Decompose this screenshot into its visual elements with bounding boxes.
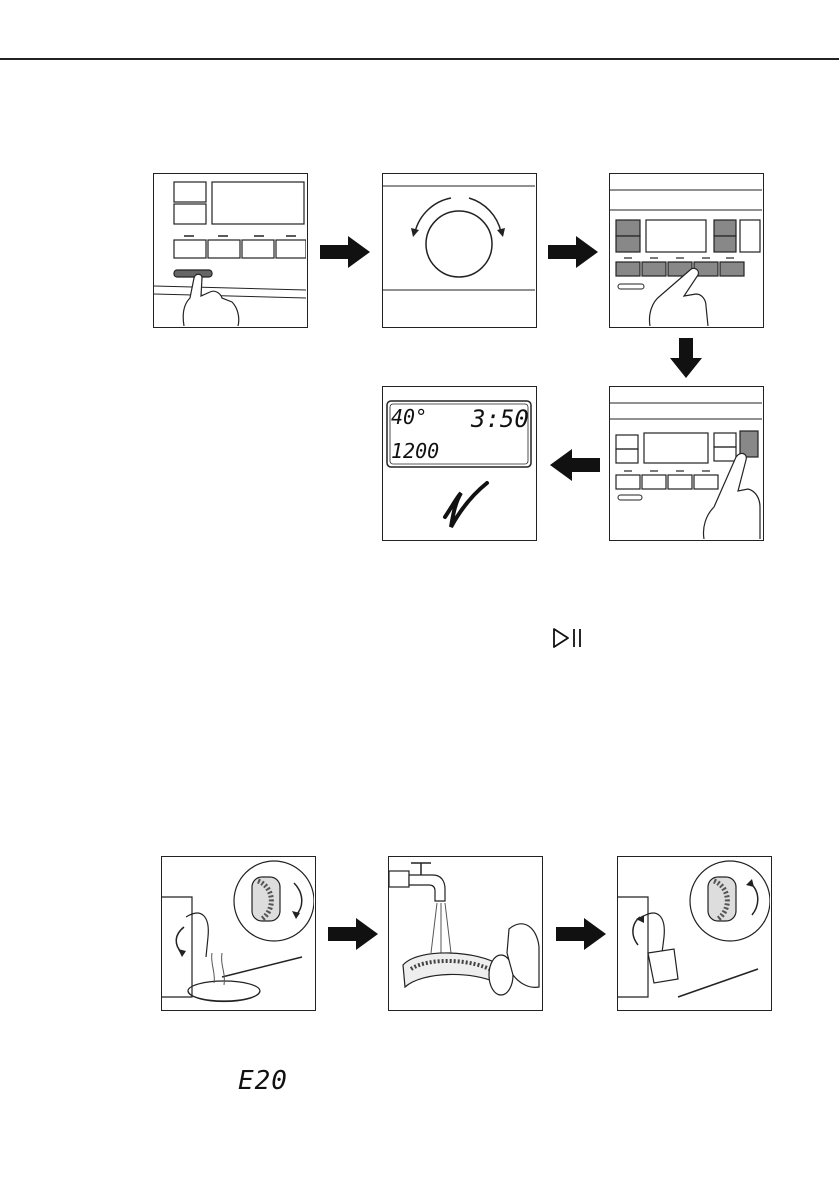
- arrow-icon: [320, 236, 370, 268]
- header-rule: [0, 58, 839, 60]
- display-temperature: 40°: [391, 405, 427, 429]
- tap-icon: [389, 857, 541, 1009]
- control-panel-start-illustration: [610, 387, 762, 539]
- step-panel-press-start: [609, 386, 764, 541]
- step-panel-select-options: [609, 173, 764, 328]
- arrow-icon: [556, 918, 606, 950]
- display-time: 3:50: [471, 405, 529, 433]
- arrow-icon: [328, 918, 378, 950]
- step-panel-rotate-dial: [382, 173, 537, 328]
- dial-rotate-icon: [383, 174, 535, 326]
- error-code: E20: [238, 1066, 288, 1096]
- arrow-icon: [670, 338, 702, 378]
- step-panel-rinse-filter: [388, 856, 543, 1011]
- step-panel-press-button: [153, 173, 308, 328]
- play-pause-icon: [552, 627, 584, 649]
- filter-refit-illustration: [618, 857, 770, 1009]
- arrow-icon: [550, 449, 600, 481]
- step-panel-remove-filter: [161, 856, 316, 1011]
- checkmark-icon: [445, 483, 487, 527]
- filter-icon: [162, 857, 314, 1009]
- arrow-icon: [548, 236, 598, 268]
- display-spin: 1200: [391, 439, 439, 463]
- step-panel-refit-filter: [617, 856, 772, 1011]
- control-panel-press-illustration: [154, 174, 306, 326]
- step-panel-display: 40° 3:50 1200: [382, 386, 537, 541]
- control-panel-options-illustration: [610, 174, 762, 326]
